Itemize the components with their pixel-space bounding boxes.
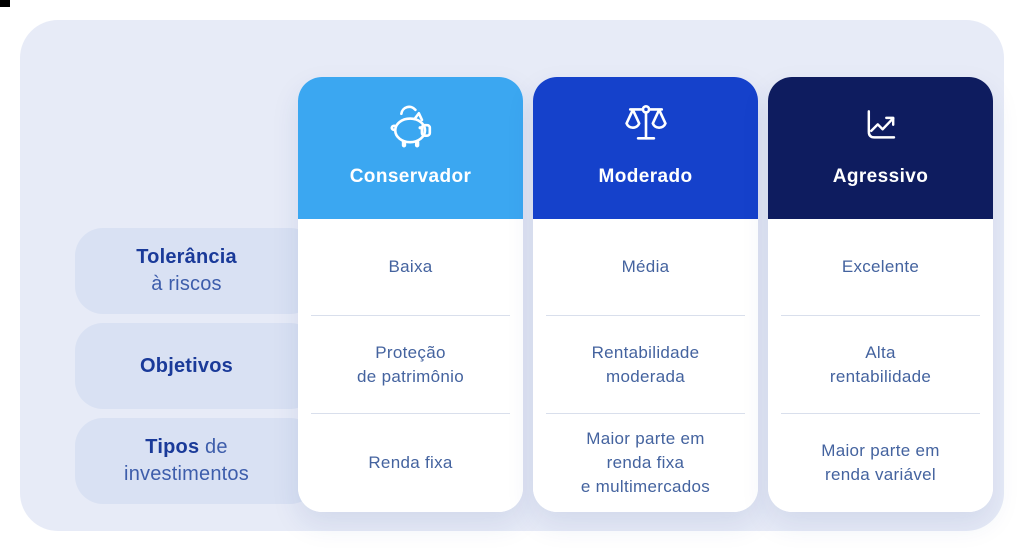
cell-agressivo-investments: Maior parte em renda variável — [821, 441, 940, 484]
cell-agressivo-risk: Excelente — [841, 257, 920, 276]
row-label-regular: de investimentos — [124, 436, 249, 485]
row-label-bold: Objetivos — [140, 354, 233, 377]
card-header-conservador: Conservador — [298, 77, 523, 219]
divider — [311, 413, 510, 414]
divider — [311, 315, 510, 316]
cell-moderado-risk: Média — [621, 257, 670, 276]
card-agressivo: Agressivo Excelente Alta rentabilidade M… — [768, 77, 993, 512]
divider — [546, 315, 745, 316]
row-label-text: Tolerância à riscos — [136, 244, 237, 298]
row-label-investment-types: Tipos de investimentos — [75, 418, 318, 504]
card-title: Conservador — [349, 166, 472, 187]
cell-moderado-objective: Rentabilidade moderada — [591, 342, 700, 386]
card-moderado: Moderado Média Rentabilidade moderada Ma… — [533, 77, 758, 512]
card-title: Moderado — [598, 166, 693, 187]
card-header-moderado: Moderado — [533, 77, 758, 219]
card-title: Agressivo — [832, 166, 929, 187]
corner-artifact — [0, 0, 10, 7]
balance-scale-icon — [618, 97, 674, 155]
divider — [546, 413, 745, 414]
divider — [781, 315, 980, 316]
row-label-regular: à riscos — [151, 273, 222, 295]
row-label-text: Tipos de investimentos — [124, 434, 249, 488]
row-label-text: Objetivos — [140, 353, 233, 380]
row-label-bold: Tipos — [145, 436, 200, 458]
row-label-objectives: Objetivos — [75, 323, 318, 409]
card-body: Excelente Alta rentabilidade Maior parte… — [768, 219, 993, 512]
comparison-panel: Tolerância à riscos Objetivos Tipos de i… — [20, 20, 1004, 531]
row-label-risk-tolerance: Tolerância à riscos — [75, 228, 318, 314]
cell-agressivo-objective: Alta rentabilidade — [829, 342, 932, 386]
card-conservador: Conservador Baixa Proteção de patrimônio… — [298, 77, 523, 512]
card-header-agressivo: Agressivo — [768, 77, 993, 219]
piggy-bank-icon — [383, 97, 439, 155]
row-label-bold: Tolerância — [136, 246, 237, 268]
divider — [781, 413, 980, 414]
card-body: Baixa Proteção de patrimônio Renda fixa — [298, 219, 523, 512]
card-body: Média Rentabilidade moderada Maior parte… — [533, 219, 758, 512]
cell-conservador-investments: Renda fixa — [368, 453, 453, 472]
line-chart-up-icon — [855, 97, 907, 155]
cell-conservador-risk: Baixa — [388, 257, 433, 276]
cell-moderado-investments: Maior parte em renda fixa e multimercado… — [580, 429, 711, 496]
cell-conservador-objective: Proteção de patrimônio — [357, 342, 464, 386]
